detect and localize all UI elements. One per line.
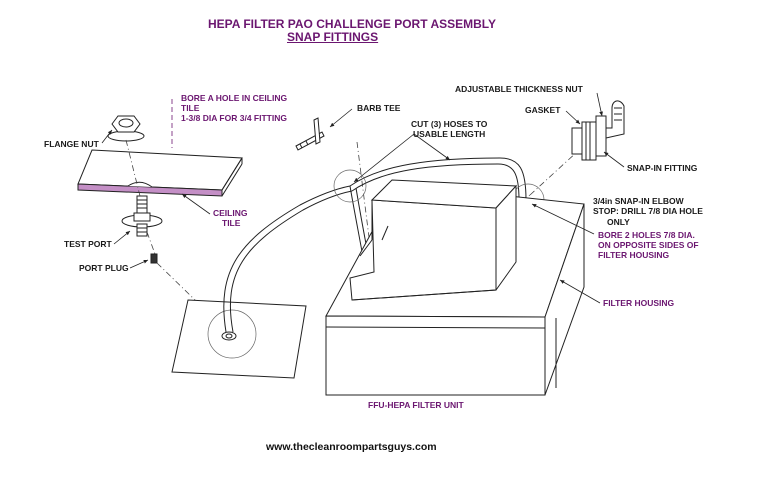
bore-hole-label: BORE A HOLE IN CEILING (181, 93, 288, 103)
flange-nut (107, 115, 145, 142)
ceiling-tile-label: CEILING (213, 208, 248, 218)
snap-in-fitting-label: SNAP-IN FITTING (627, 163, 698, 173)
page-title: HEPA FILTER PAO CHALLENGE PORT ASSEMBLY (208, 17, 497, 31)
ffu-unit-label: FFU-HEPA FILTER UNIT (368, 400, 464, 410)
barb-tee (295, 117, 325, 151)
bore-hole-label-2: TILE (181, 103, 200, 113)
adjustable-nut-label: ADJUSTABLE THICKNESS NUT (455, 84, 583, 94)
elbow-label: 3/4in SNAP-IN ELBOW (593, 196, 684, 206)
elbow-label-2: STOP: DRILL 7/8 DIA HOLE (593, 206, 703, 216)
port-plug-label: PORT PLUG (79, 263, 129, 273)
website-link[interactable]: www.thecleanroompartsguys.com (266, 441, 437, 453)
ceiling-tile-label-2: TILE (222, 218, 241, 228)
port-plug (150, 253, 158, 264)
snap-in-fitting (571, 100, 625, 161)
ceiling-tile (77, 149, 243, 197)
cut-hoses-label-2: USABLE LENGTH (413, 129, 486, 139)
page-subtitle: SNAP FITTINGS (287, 30, 379, 44)
bore-2-holes-label-2: ON OPPOSITE SIDES OF (598, 240, 699, 250)
cut-hoses-label: CUT (3) HOSES TO (411, 119, 488, 129)
bore-2-holes-label-3: FILTER HOUSING (598, 250, 670, 260)
gasket-label: GASKET (525, 105, 561, 115)
barb-tee-label: BARB TEE (357, 103, 401, 113)
elbow-label-3: ONLY (607, 217, 630, 227)
flange-nut-label: FLANGE NUT (44, 139, 99, 149)
floor-panel (171, 299, 307, 379)
filter-housing-label: FILTER HOUSING (603, 298, 675, 308)
test-port (121, 195, 163, 237)
filter-housing (325, 179, 585, 396)
bore-2-holes-label: BORE 2 HOLES 7/8 DIA. (598, 230, 695, 240)
bore-hole-label-3: 1-3/8 DIA FOR 3/4 FITTING (181, 113, 287, 123)
test-port-label: TEST PORT (64, 239, 112, 249)
